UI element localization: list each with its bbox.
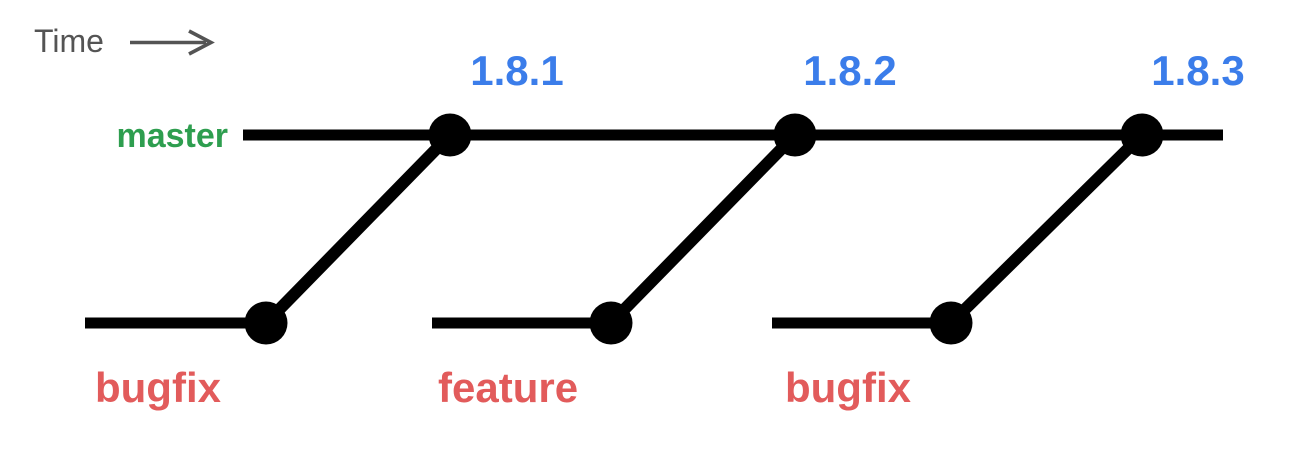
release-tag-3: 1.8.3 <box>1151 47 1244 94</box>
merge-line-bugfix-1 <box>261 130 455 328</box>
time-axis-label: Time <box>34 23 104 59</box>
commit-dot-bugfix-2 <box>929 301 973 345</box>
commit-dot-bugfix-1 <box>244 301 288 345</box>
merge-line-feature <box>606 130 800 328</box>
arrow-right-icon <box>130 29 215 56</box>
branch-label-bugfix-1: bugfix <box>95 364 222 411</box>
commit-dot-release-3 <box>1120 113 1164 157</box>
branch-label-feature: feature <box>438 364 578 411</box>
commit-dot-feature <box>589 301 633 345</box>
merge-line-bugfix-2 <box>946 130 1147 328</box>
branch-label-bugfix-2: bugfix <box>785 364 912 411</box>
commit-dot-release-1 <box>428 113 472 157</box>
commit-dot-release-2 <box>773 113 817 157</box>
release-tag-1: 1.8.1 <box>470 47 563 94</box>
arrow-head <box>188 29 215 56</box>
master-branch-label: master <box>116 117 228 155</box>
release-tag-2: 1.8.2 <box>803 47 896 94</box>
